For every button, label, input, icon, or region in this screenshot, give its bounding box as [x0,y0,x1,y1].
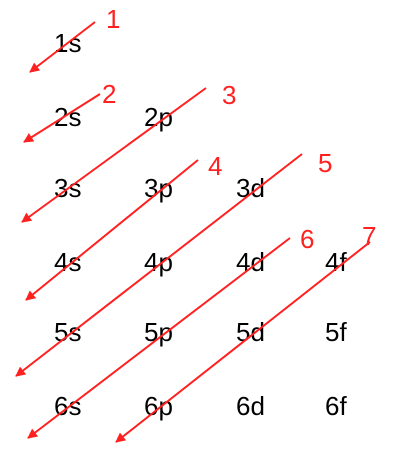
orbital-label-5p: 5p [144,317,173,347]
diagonal-arrow-4 [25,159,199,301]
diagonal-arrow-2 [23,93,101,143]
orbital-label-6d: 6d [236,391,265,421]
diagonal-arrow-5 [15,153,303,377]
arrow-number-3: 3 [222,80,236,110]
orbital-label-3d: 3d [236,173,265,203]
orbital-label-2s: 2s [54,102,81,132]
orbital-label-4d: 4d [236,247,265,277]
arrow-number-2: 2 [102,79,116,109]
orbital-label-4s: 4s [54,247,81,277]
arrow-number-4: 4 [208,151,222,181]
orbital-label-5d: 5d [236,317,265,347]
diagonal-arrow-3 [21,87,207,223]
orbital-label-6s: 6s [54,391,81,421]
arrow-number-7: 7 [362,221,376,251]
orbital-label-2p: 2p [144,102,173,132]
orbital-label-4f: 4f [325,247,347,277]
arrow-number-1: 1 [106,4,120,34]
arrow-number-6: 6 [300,224,314,254]
diagonal-arrow-6 [27,237,291,439]
diagonal-arrow-1 [29,21,96,73]
diagonal-arrow-7 [115,241,371,443]
arrow-number-5: 5 [318,148,332,178]
arrow-numbers: 1 2 3 4 5 6 7 [102,4,376,254]
diagonal-arrows [15,21,371,443]
orbital-label-3p: 3p [144,173,173,203]
orbital-label-6f: 6f [325,391,347,421]
orbital-label-5f: 5f [325,317,347,347]
